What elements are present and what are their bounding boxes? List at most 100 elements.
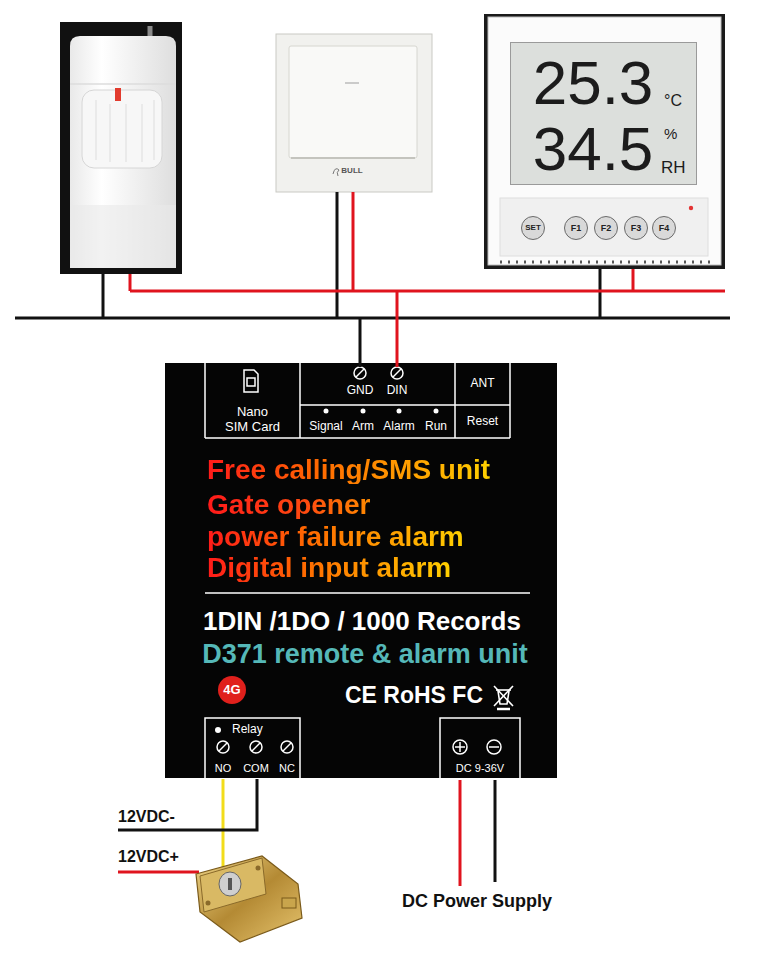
vent-slots bbox=[500, 261, 710, 264]
din-wire bbox=[396, 291, 399, 367]
lock-cylinder bbox=[219, 872, 241, 896]
wire-label: 12VDC+ bbox=[118, 848, 179, 866]
wire bbox=[102, 274, 105, 318]
red-wires bbox=[130, 192, 725, 367]
input-terminal-cell: GND DIN bbox=[300, 363, 455, 405]
node-text: F3 bbox=[631, 223, 642, 233]
rocker-shadow bbox=[291, 157, 415, 159]
node-text: % bbox=[664, 125, 677, 142]
no-wire bbox=[222, 779, 225, 867]
reset-cell: Reset bbox=[455, 405, 510, 438]
led-indicator-cell: Signal Arm Alarm Run bbox=[300, 405, 455, 438]
node-text: Gate opener bbox=[207, 490, 370, 519]
screw bbox=[256, 866, 261, 871]
wall-switch bbox=[276, 34, 432, 192]
node-text: Reset bbox=[467, 415, 498, 429]
switch-rocker bbox=[289, 46, 417, 158]
sim-slot-cell: Nano SIM Card bbox=[205, 363, 300, 438]
screw bbox=[206, 901, 211, 906]
lock-bolt bbox=[282, 898, 296, 908]
wire-label: 12VDC- bbox=[118, 808, 175, 826]
antenna-cell: ANT bbox=[455, 363, 510, 405]
panel-button: SET bbox=[521, 216, 545, 240]
panel-button: F4 bbox=[652, 216, 676, 240]
power-terminal-box: DC 9-36V bbox=[440, 718, 520, 778]
node-text: Digital input alarm bbox=[207, 553, 451, 582]
node-text: 4G bbox=[223, 683, 240, 698]
keyhole bbox=[228, 878, 232, 890]
node-text: °C bbox=[664, 92, 682, 110]
panel-button: F1 bbox=[564, 216, 588, 240]
status-led bbox=[689, 206, 693, 210]
node-text: Run bbox=[425, 420, 447, 434]
node-text: ANT bbox=[471, 377, 495, 391]
node-text: F1 bbox=[571, 223, 582, 233]
led-window bbox=[115, 88, 121, 101]
weee-symbol bbox=[494, 686, 513, 709]
panel-grid bbox=[205, 363, 530, 778]
signal-bus bbox=[130, 290, 725, 293]
electric-lock bbox=[196, 856, 302, 942]
lens-ribs bbox=[96, 100, 154, 162]
node-text: CE RoHS FC bbox=[345, 683, 483, 707]
unit-body bbox=[165, 363, 557, 778]
node-text: Arm bbox=[352, 420, 374, 434]
rocker-mark bbox=[345, 82, 359, 84]
button-panel bbox=[500, 198, 708, 256]
wire bbox=[336, 192, 339, 318]
pir-sensor bbox=[60, 22, 182, 274]
node-text: DC 9-36V bbox=[456, 762, 504, 775]
sim-icon bbox=[244, 370, 258, 392]
lock-face bbox=[200, 858, 266, 912]
node-text: GND bbox=[347, 384, 374, 398]
photo-frame bbox=[484, 14, 725, 269]
network-badge: 4G bbox=[218, 676, 246, 704]
node-text: Signal bbox=[309, 420, 342, 434]
node-text: 34.5 bbox=[533, 118, 654, 180]
com-wire bbox=[118, 779, 257, 830]
wire bbox=[632, 269, 635, 291]
node-text: COM bbox=[243, 762, 269, 775]
unit-housing bbox=[165, 363, 557, 778]
power-terminals bbox=[453, 740, 501, 754]
relay-terminal-box: RelayNO COM NC bbox=[205, 718, 300, 778]
node-text: NO bbox=[215, 762, 232, 775]
node-text: RH bbox=[661, 158, 686, 178]
thermo-hygrometer bbox=[484, 14, 725, 269]
gnd-wire bbox=[359, 318, 362, 367]
node-text: Relay bbox=[232, 723, 263, 737]
power-plus-wire bbox=[459, 780, 462, 886]
node-text: Alarm bbox=[383, 420, 414, 434]
node-text: F4 bbox=[659, 223, 670, 233]
node-text: Free calling/SMS unit bbox=[207, 455, 490, 484]
node-text: F2 bbox=[601, 223, 612, 233]
alarm-unit: Free calling/SMS unitGate opener power fa… bbox=[165, 363, 557, 778]
node-text: Nano SIM Card bbox=[225, 405, 281, 435]
power-minus-wire bbox=[494, 780, 497, 882]
lcd-screen: 25.3 °C 34.5% RH bbox=[510, 42, 697, 185]
node-text: DIN bbox=[387, 384, 408, 398]
node-text: power failure alarm bbox=[207, 522, 464, 551]
gnd-bus bbox=[15, 317, 730, 320]
housing bbox=[488, 17, 721, 265]
node-text: D371 remote & alarm unit bbox=[202, 640, 528, 668]
cap-seam bbox=[70, 83, 176, 85]
wire bbox=[352, 192, 355, 291]
node-text: 1DIN /1DO / 1000 Records bbox=[203, 608, 521, 635]
node-text: NC bbox=[279, 762, 295, 775]
wire bbox=[129, 274, 132, 291]
wire bbox=[599, 269, 602, 318]
panel-button: F2 bbox=[594, 216, 618, 240]
supply-label: DC Power Supply bbox=[402, 891, 552, 912]
lock-body bbox=[196, 856, 302, 942]
plus-wire bbox=[118, 871, 199, 874]
node-text: 25.3 bbox=[533, 52, 654, 114]
sensor-body bbox=[70, 36, 176, 268]
body-shade bbox=[70, 205, 176, 268]
brand-logo bbox=[333, 169, 339, 176]
node-text: SET bbox=[525, 223, 541, 232]
black-wires bbox=[15, 192, 730, 318]
brand-mark: BULL bbox=[341, 166, 362, 175]
